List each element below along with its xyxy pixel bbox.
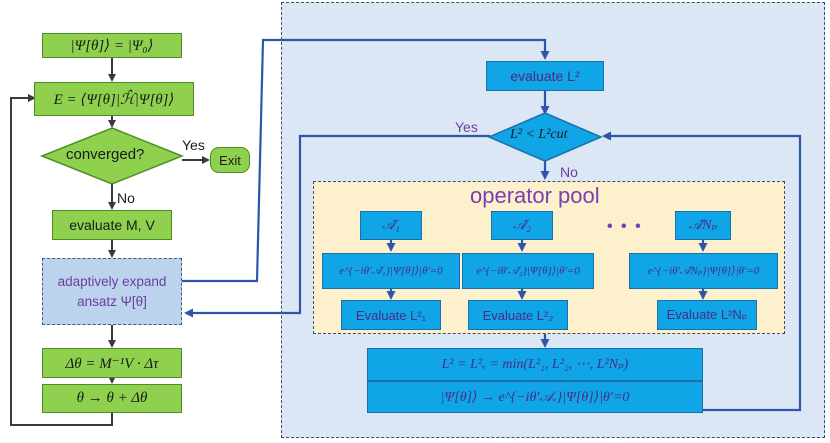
initial-state-text: |Ψ[θ]⟩ = |Ψ₀⟩ bbox=[70, 38, 154, 54]
expand-ansatz-line1: adaptively expand bbox=[57, 273, 167, 289]
operator-1-text: 𝒜̂₁ bbox=[381, 217, 401, 233]
evaluate-1-box: Evaluate L²₁ bbox=[341, 300, 441, 330]
exp-n-box: e^{−iθ′𝒜̂Nₚ}|Ψ[θ]⟩|θ′=0 bbox=[629, 253, 778, 289]
energy-text: E = ⟨Ψ[θ]|ℋ̂|Ψ[θ]⟩ bbox=[53, 91, 175, 108]
evaluate-2-box: Evaluate L²₂ bbox=[468, 300, 568, 330]
min-formula-box: L² = L²ᵥ = min(L²₁, L²₂, ⋯, L²Nₚ) bbox=[367, 348, 703, 381]
evaluate-n-text: Evaluate L²Nₚ bbox=[666, 307, 748, 322]
evaluate-2-text: Evaluate L²₂ bbox=[482, 307, 554, 323]
update-theta-text: θ → θ + Δθ bbox=[76, 390, 148, 406]
operator-pool-title: operator pool bbox=[470, 183, 600, 208]
operator-2-box: 𝒜̂₂ bbox=[491, 211, 553, 240]
exit-box: Exit bbox=[210, 147, 250, 173]
exp-n-text: e^{−iθ′𝒜̂Nₚ}|Ψ[θ]⟩|θ′=0 bbox=[647, 265, 760, 277]
expand-ansatz-line2: ansatz Ψ[θ] bbox=[77, 293, 147, 309]
operator-n-text: 𝒜̂Nₚ bbox=[688, 218, 718, 233]
converged-yes-label: Yes bbox=[182, 137, 205, 153]
criterion-yes-label: Yes bbox=[455, 119, 478, 135]
converged-label: converged? bbox=[66, 146, 145, 163]
exit-text: Exit bbox=[219, 152, 241, 168]
criterion-diamond bbox=[487, 112, 603, 162]
min-formula-text: L² = L²ᵥ = min(L²₁, L²₂, ⋯, L²Nₚ) bbox=[441, 357, 629, 372]
evaluate-n-box: Evaluate L²Nₚ bbox=[657, 300, 757, 330]
operator-2-text: 𝒜̂₂ bbox=[512, 217, 532, 233]
update-state-box: |Ψ[θ]⟩ → e^{−iθ′𝒜ᵥ}|Ψ[θ]⟩|θ′=0 bbox=[367, 381, 703, 413]
pool-ellipsis: • • • bbox=[607, 218, 643, 235]
criterion-label: L² < L²cut bbox=[510, 127, 568, 142]
exp-2-box: e^{−iθ′𝒜̂₂}|Ψ[θ]⟩|θ′=0 bbox=[462, 253, 594, 289]
delta-theta-text: Δθ = M⁻¹V · Δτ bbox=[65, 355, 159, 372]
delta-theta-box: Δθ = M⁻¹V · Δτ bbox=[42, 348, 182, 378]
converged-diamond bbox=[39, 127, 185, 185]
criterion-no-label: No bbox=[560, 164, 578, 180]
exp-2-text: e^{−iθ′𝒜̂₂}|Ψ[θ]⟩|θ′=0 bbox=[476, 265, 580, 277]
converged-no-label: No bbox=[117, 190, 135, 206]
update-state-text: |Ψ[θ]⟩ → e^{−iθ′𝒜ᵥ}|Ψ[θ]⟩|θ′=0 bbox=[440, 389, 630, 405]
operator-1-box: 𝒜̂₁ bbox=[360, 211, 422, 240]
evaluate-l2-box: evaluate L² bbox=[486, 61, 604, 91]
initial-state-box: |Ψ[θ]⟩ = |Ψ₀⟩ bbox=[42, 33, 182, 58]
operator-n-box: 𝒜̂Nₚ bbox=[675, 211, 731, 240]
update-theta-box: θ → θ + Δθ bbox=[42, 384, 182, 413]
energy-box: E = ⟨Ψ[θ]|ℋ̂|Ψ[θ]⟩ bbox=[34, 82, 194, 116]
evaluate-mv-box: evaluate M, V bbox=[52, 210, 172, 240]
expand-ansatz-box: adaptively expand ansatz Ψ[θ] bbox=[42, 258, 182, 325]
evaluate-1-text: Evaluate L²₁ bbox=[355, 307, 427, 323]
evaluate-l2-text: evaluate L² bbox=[510, 68, 580, 84]
evaluate-mv-text: evaluate M, V bbox=[69, 217, 155, 233]
exp-1-text: e^{−iθ′𝒜̂₁}|Ψ[θ]⟩|θ′=0 bbox=[339, 265, 443, 277]
exp-1-box: e^{−iθ′𝒜̂₁}|Ψ[θ]⟩|θ′=0 bbox=[322, 253, 460, 289]
